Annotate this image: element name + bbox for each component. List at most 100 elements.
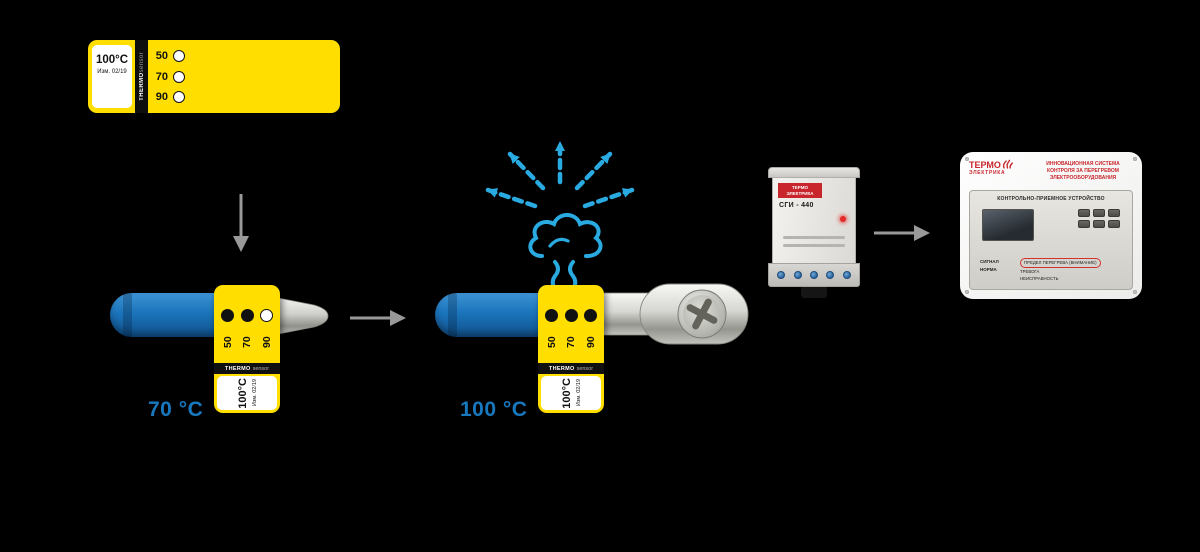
thermo-label-reference: 100°C Изм. 02/19 THERMOsensor 50 70 90 (88, 40, 340, 113)
brand-sensor: sensor (576, 365, 594, 372)
mark-label-70: 70 (241, 336, 253, 348)
mount-screw (965, 290, 969, 294)
ring-lug-screw (598, 283, 749, 345)
status-norm: НОРМА (980, 267, 997, 273)
label-rating-box: 100°C Изм. 02/19 (541, 376, 601, 410)
label-temp-rating: 100°C (560, 377, 573, 409)
temperature-marks: 50 70 90 (152, 42, 185, 111)
module-face: ТЕРМО ЭЛЕКТРИКА СГИ - 440 (772, 177, 856, 265)
label-rating-box: 100°C Изм. 02/19 (92, 45, 132, 108)
brand-thermo: THERMO (224, 365, 251, 372)
mark-row-50: 50 (152, 50, 185, 63)
thermo-brand-strip: THERMO sensor (214, 363, 280, 374)
logo-line1: ТЕРМО (969, 159, 1001, 170)
din-relay-module: ТЕРМО ЭЛЕКТРИКА СГИ - 440 (768, 167, 860, 298)
brand-thermo: THERMO (138, 72, 145, 101)
module-brand-badge: ТЕРМО ЭЛЕКТРИКА (778, 183, 822, 199)
mark-label-70: 70 (155, 70, 168, 83)
indicator-dots (538, 285, 604, 322)
label-edition: Изм. 02/19 (251, 379, 258, 407)
indicator-dot-50 (544, 309, 558, 322)
brand-thermo: THERMO (548, 365, 575, 372)
terminal-screw (809, 271, 818, 279)
label-edition: Изм. 02/19 (97, 69, 127, 75)
terminal-block (768, 263, 860, 287)
device-title: КОНТРОЛЬНО-ПРИЕМНОЕ УСТРОЙСТВО (997, 196, 1105, 202)
indicator-dot-70 (240, 309, 254, 322)
terminal-screw (793, 271, 802, 279)
button-pad (1078, 209, 1120, 228)
status-signal: СИГНАЛ (980, 258, 999, 264)
down-arrow-icon (233, 194, 249, 252)
panel-button (1108, 220, 1120, 228)
status-left-column: СИГНАЛ НОРМА (980, 258, 1014, 283)
logo-line2: ЭЛЕКТРИКА (969, 170, 1006, 176)
terminal-screw (826, 271, 835, 279)
lcd-screen (982, 209, 1034, 241)
terminal-screw (777, 271, 786, 279)
status-alarm: ТРЕВОГА (1020, 268, 1040, 274)
panel-button (1093, 220, 1105, 228)
panel-header: ТЕРМО ЭЛЕКТРИКА ИННОВАЦИОННАЯ СИСТЕМА КО… (969, 159, 1133, 182)
status-warning: ПРЕДЕЛ ПЕРЕГРЕВА (ВНИМАНИЕ) (1020, 257, 1101, 268)
mark-label-50: 50 (545, 336, 558, 348)
temperature-caption: 100 °C (460, 398, 528, 421)
mark-label-90: 90 (260, 336, 273, 348)
label-edition: Изм. 02/19 (575, 379, 582, 407)
indicator-dot-90 (173, 90, 185, 103)
indicator-dot-50 (220, 309, 234, 322)
mark-label-90: 90 (155, 90, 168, 103)
indicator-dot-50 (173, 50, 185, 63)
module-brand-line2: ЭЛЕКТРИКА (786, 190, 814, 196)
stage-cable-70c: 50 70 90 THERMO sensor 100°C Изм. 02/19 … (108, 285, 358, 425)
panel-button (1108, 209, 1120, 217)
mark-row-70: 70 (152, 70, 185, 83)
thermo-label-wrapped: 50 70 90 THERMO sensor 100°C Изм. 02/19 (538, 285, 604, 413)
module-model: СГИ - 440 (779, 202, 814, 210)
terminal-screw (842, 271, 851, 279)
panel-button (1078, 220, 1090, 228)
panel-headline: ИННОВАЦИОННАЯ СИСТЕМА КОНТРОЛЯ ЗА ПЕРЕГР… (1046, 161, 1120, 181)
vent-slot (783, 244, 845, 247)
indicator-dot-70 (564, 309, 578, 322)
flame-icon (1002, 159, 1013, 169)
status-fault: НЕИСПРАВНОСТЬ (1020, 276, 1059, 282)
module-brand-line1: ТЕРМО (792, 185, 808, 190)
temperature-caption: 70 °C (148, 398, 204, 421)
mark-label-50: 50 (221, 336, 234, 348)
status-right-column: ПРЕДЕЛ ПЕРЕГРЕВА (ВНИМАНИЕ) ТРЕВОГА НЕИС… (1020, 257, 1127, 283)
right-arrow-icon (350, 310, 406, 326)
thermo-brand-strip: THERMOsensor (135, 40, 148, 113)
din-rail-clip (801, 287, 827, 298)
mark-row-90: 90 (152, 90, 185, 103)
temperature-marks: 50 70 90 (214, 326, 280, 348)
indicator-dots (214, 285, 280, 322)
brand-sensor: sensor (138, 52, 145, 73)
brand-logo: ТЕРМО ЭЛЕКТРИКА (969, 159, 1027, 176)
label-rating-box: 100°C Изм. 02/19 (217, 376, 277, 410)
indicator-dot-70 (173, 70, 185, 83)
device-faceplate: КОНТРОЛЬНО-ПРИЕМНОЕ УСТРОЙСТВО СИГНАЛ НО… (969, 190, 1133, 290)
mount-screw (1133, 290, 1137, 294)
mark-label-90: 90 (584, 336, 597, 348)
right-arrow-icon (874, 225, 930, 241)
mount-screw (1133, 157, 1137, 161)
mount-screw (965, 157, 969, 161)
control-receiving-unit: ТЕРМО ЭЛЕКТРИКА ИННОВАЦИОННАЯ СИСТЕМА КО… (960, 152, 1142, 299)
status-led (840, 216, 846, 222)
brand-sensor: sensor (252, 365, 270, 372)
thermo-brand-strip: THERMO sensor (538, 363, 604, 374)
thermo-label-wrapped: 50 70 90 THERMO sensor 100°C Изм. 02/19 (214, 285, 280, 413)
mark-label-50: 50 (155, 50, 168, 63)
temperature-marks: 50 70 90 (538, 326, 604, 348)
cable-lug-tip (268, 295, 329, 337)
indicator-dot-90 (584, 309, 598, 322)
mark-label-70: 70 (565, 336, 577, 348)
label-temp-rating: 100°C (95, 54, 129, 66)
panel-button (1093, 209, 1105, 217)
vent-slot (783, 236, 845, 239)
stage-cable-100c: 50 70 90 THERMO sensor 100°C Изм. 02/19 … (432, 132, 762, 427)
status-legend: СИГНАЛ НОРМА ПРЕДЕЛ ПЕРЕГРЕВА (ВНИМАНИЕ)… (980, 257, 1127, 283)
steam-icon (485, 139, 635, 292)
